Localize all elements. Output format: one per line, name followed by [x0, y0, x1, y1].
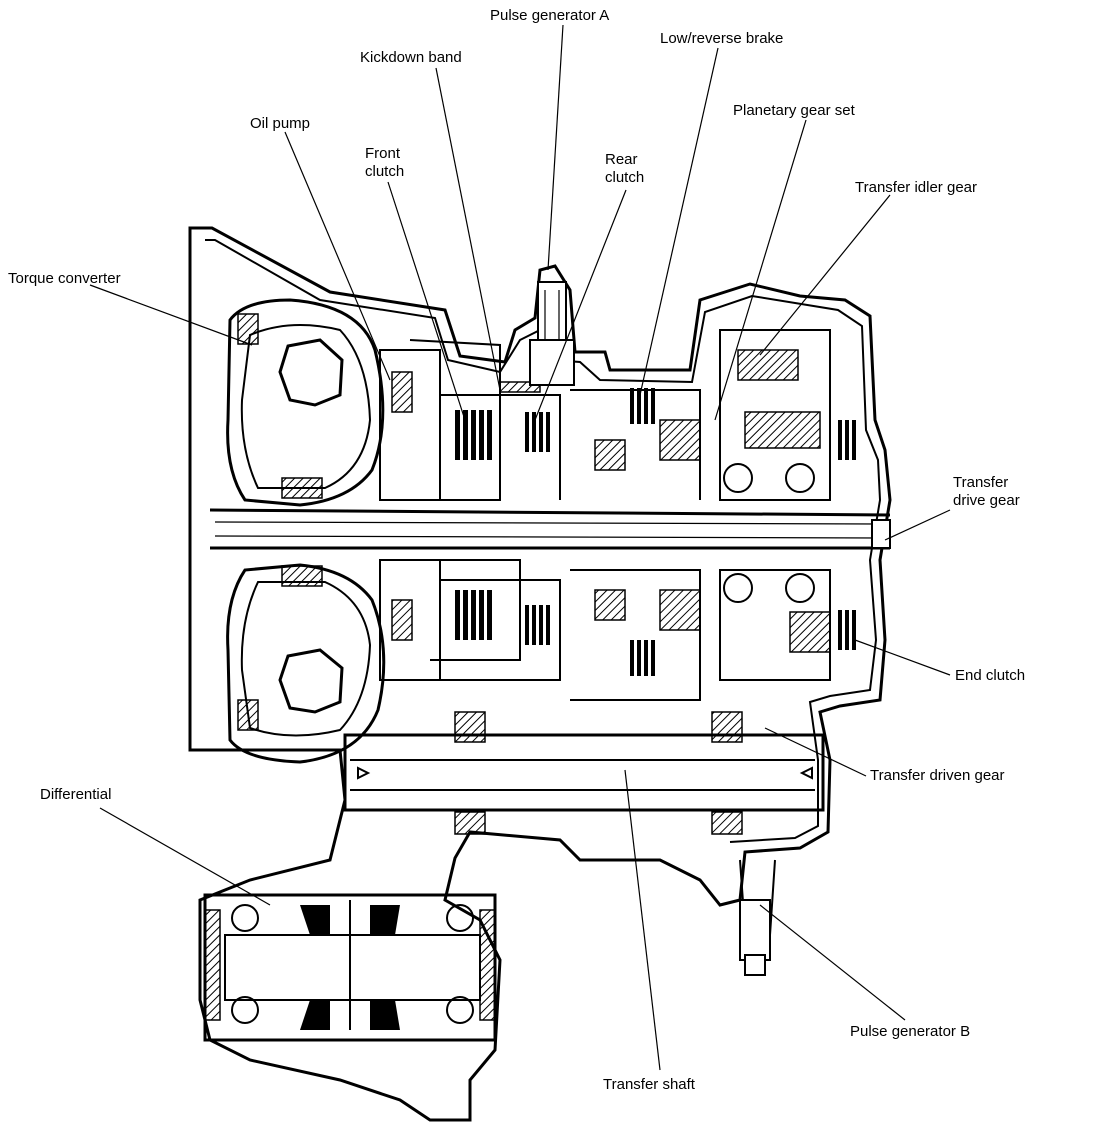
planetary-transfer-drawing [659, 329, 831, 681]
label-end-clutch: End clutch [955, 667, 1025, 684]
clutch-packs-drawing [440, 381, 856, 701]
label-transfer-drive-gear-line2: drive gear [953, 492, 1020, 509]
transmission-drawing [188, 226, 892, 1122]
leader-planetary-gear-set [714, 119, 807, 421]
differential-drawing [203, 893, 497, 1042]
leader-transfer-shaft [624, 769, 661, 1071]
leader-low-reverse-brake [639, 47, 719, 396]
label-pulse-generator-b: Pulse generator B [850, 1023, 970, 1040]
label-rear-clutch-line1: Rear [605, 151, 638, 168]
leader-rear-clutch [534, 189, 627, 421]
leader-oil-pump [284, 131, 391, 381]
label-differential: Differential [40, 786, 111, 803]
leader-transfer-drive-gear [884, 509, 951, 541]
torque-converter-drawing [226, 298, 386, 764]
leader-end-clutch [854, 639, 951, 676]
label-transfer-driven-gear: Transfer driven gear [870, 767, 1005, 784]
label-transfer-idler-gear: Transfer idler gear [855, 179, 977, 196]
leader-transfer-driven-gear [764, 727, 867, 777]
leader-front-clutch [387, 181, 466, 421]
label-pulse-generator-a: Pulse generator A [490, 7, 609, 24]
label-transfer-shaft: Transfer shaft [603, 1076, 696, 1093]
transfer-shaft-drawing [343, 711, 825, 976]
leader-kickdown-band [435, 67, 501, 391]
main-shaft-drawing [209, 508, 891, 550]
label-front-clutch-line1: Front [365, 145, 401, 162]
labels: Pulse generator A Kickdown band Low/reve… [8, 7, 1025, 1093]
leader-pulse-generator-b [759, 904, 906, 1021]
leader-lines [89, 24, 951, 1071]
label-kickdown-band: Kickdown band [360, 49, 462, 66]
label-transfer-drive-gear-line1: Transfer [953, 474, 1008, 491]
label-rear-clutch-line2: clutch [605, 169, 644, 186]
leader-pulse-generator-a [547, 24, 564, 271]
label-oil-pump: Oil pump [250, 115, 310, 132]
label-front-clutch-line2: clutch [365, 163, 404, 180]
label-planetary-gear-set: Planetary gear set [733, 102, 856, 119]
leader-differential [99, 807, 271, 906]
label-torque-converter: Torque converter [8, 270, 121, 287]
label-low-reverse-brake: Low/reverse brake [660, 30, 783, 47]
front-section-drawing [379, 339, 521, 681]
leader-torque-converter [89, 284, 253, 346]
leader-transfer-idler-gear [759, 194, 891, 356]
inner-housing [205, 239, 882, 843]
